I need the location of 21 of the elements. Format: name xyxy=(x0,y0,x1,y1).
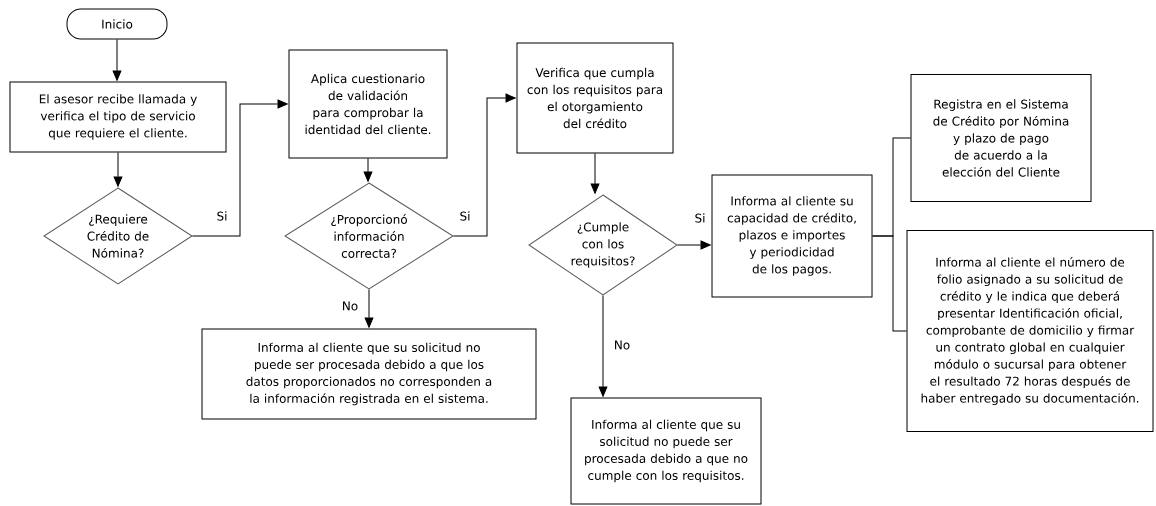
process-box: El asesor recibe llamada y verifica el tipo de servicio que requiere el cliente. xyxy=(9,81,227,153)
process-box: Aplica cuestionario de validación para comprobar la identidad del cliente. xyxy=(288,49,448,159)
arrow xyxy=(364,289,374,328)
arrow xyxy=(113,152,123,187)
process-box: Registra en el Sistema de Crédito por Nómina y plazo de pago de acuerdo a la elección del Cliente xyxy=(910,74,1092,202)
process-box: Informa al cliente su capacidad de crédito, plazos e importes y periodicidad de los pagos. xyxy=(711,174,873,298)
edge-label: No xyxy=(612,339,632,351)
process-box: Informa al cliente el número de folio asignado a su solicitud de crédito y le indica que deberá presentar Identificación oficial, comprobante de domicilio y firmar un contrato global en cualquier módulo o sucursal para obtener el resultado 72 horas después de haber entregado su documentación. xyxy=(906,230,1154,432)
arrow xyxy=(677,240,711,250)
arrow xyxy=(363,158,373,182)
process-box: Verifica que cumpla con los requisitos para el otorgamiento del crédito xyxy=(516,42,674,154)
connector-line xyxy=(872,235,907,332)
process-box: Informa al cliente que su solicitud no puede ser procesada debido a que no cumple con los requisitos. xyxy=(570,397,762,505)
process-box: Informa al cliente que su solicitud no puede ser procesada debido a que los datos proporcionados no corresponden a la información registrada en el sistema. xyxy=(201,328,537,420)
arrow xyxy=(192,99,288,237)
arrow xyxy=(453,93,516,237)
arrow xyxy=(598,295,608,397)
edge-label: No xyxy=(340,300,360,312)
start-terminal: Inicio xyxy=(66,8,168,40)
arrow xyxy=(112,39,122,81)
arrow xyxy=(590,153,600,194)
